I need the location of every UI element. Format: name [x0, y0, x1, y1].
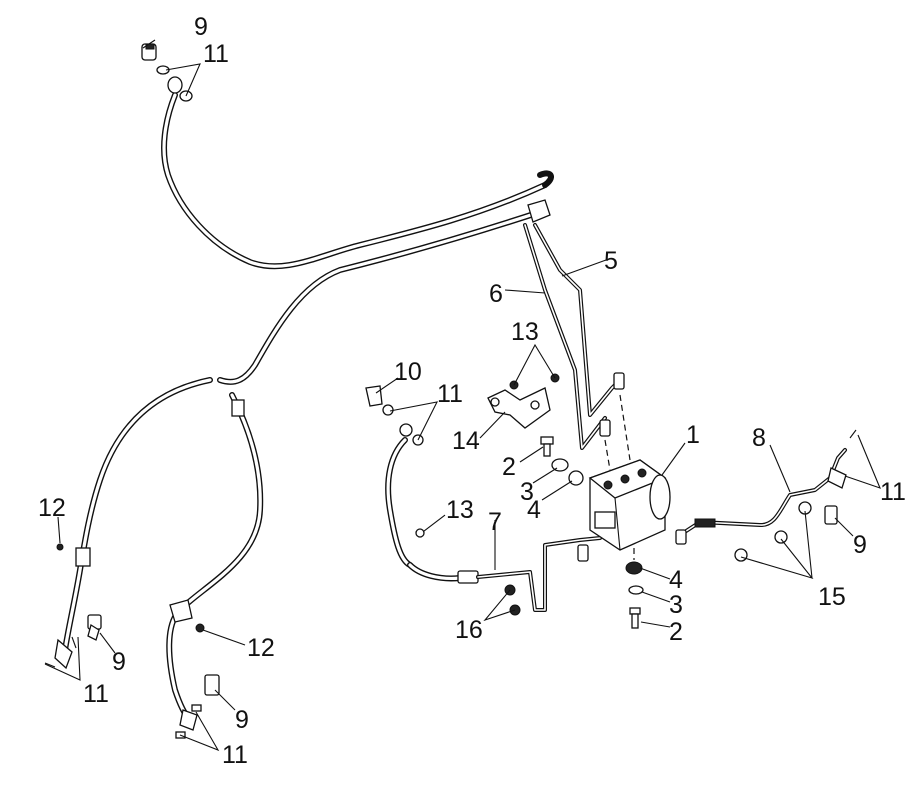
callout-16: 16: [455, 616, 483, 644]
callout-10: 10: [394, 358, 422, 386]
upper-brake-line: [161, 92, 554, 385]
callout-8: 8: [752, 424, 766, 452]
callout-5: 5: [604, 247, 618, 275]
callout-12: 12: [38, 494, 66, 522]
callout-7: 7: [488, 508, 502, 536]
callout-11: 11: [437, 380, 463, 408]
callout-6: 6: [489, 280, 503, 308]
callout-9: 9: [235, 706, 249, 734]
callout-12: 12: [247, 634, 275, 662]
callout-11: 11: [880, 478, 906, 506]
right-pipe-8: [675, 429, 857, 562]
callout-11: 11: [203, 40, 229, 68]
abs-modulator: [588, 459, 671, 551]
callout-2: 2: [502, 453, 516, 481]
callout-3: 3: [669, 591, 683, 619]
callout-4: 4: [527, 496, 541, 524]
abs-mount-hardware: [540, 436, 644, 629]
callout-labels: 1 2 2 3 3 4 4 5 6 7 8 9 9 9 9 10 11 11 1…: [38, 13, 906, 769]
callout-14: 14: [452, 427, 480, 455]
callout-3: 3: [520, 478, 534, 506]
callout-11: 11: [222, 741, 248, 769]
callout-9: 9: [194, 13, 208, 41]
top-banjo-bolt: [141, 43, 193, 102]
middle-front-hose: [166, 392, 264, 739]
callout-2: 2: [669, 618, 683, 646]
leader-lines: [44, 39, 881, 752]
callout-15: 15: [818, 583, 846, 611]
left-front-hose: [44, 377, 213, 670]
callout-4: 4: [669, 566, 683, 594]
callout-1: 1: [686, 421, 700, 449]
callout-13: 13: [446, 496, 474, 524]
callout-9: 9: [112, 648, 126, 676]
callout-13: 13: [511, 318, 539, 346]
callout-9: 9: [853, 531, 867, 559]
hose-10-pipe-7: [365, 385, 602, 616]
callout-11: 11: [83, 680, 109, 708]
bracket-14: [487, 373, 560, 429]
pipes-5-6: [523, 223, 631, 471]
